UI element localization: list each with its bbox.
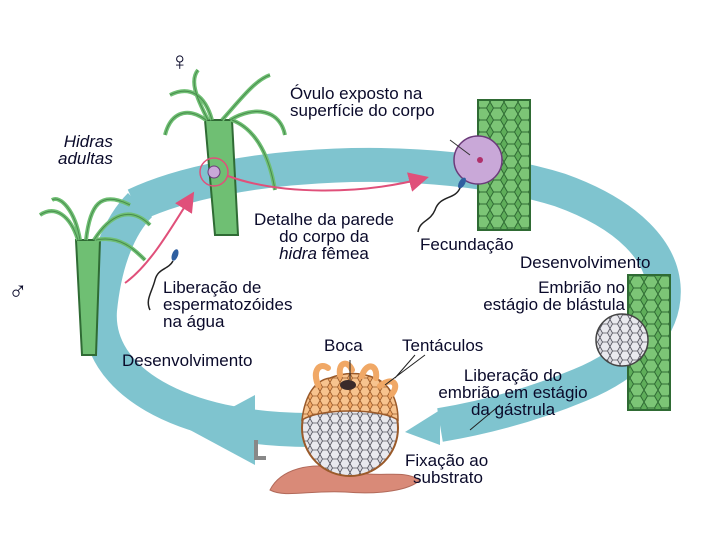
label-liberacao-embriao: Liberação do embrião em estágio da gástr…: [438, 366, 588, 419]
male-hydra: [38, 197, 152, 356]
label-ovulo-exposto: Óvulo exposto na superfície do corpo: [290, 84, 435, 120]
substrate: [269, 465, 421, 495]
label-hidras-adultas: Hidras adultas: [58, 132, 113, 168]
label-desenvolvimento-bottom: Desenvolvimento: [122, 351, 253, 370]
body-wall-detail: [449, 99, 531, 231]
gastrula-pointer: [469, 404, 501, 431]
young-hydra-gastrula: [269, 354, 426, 495]
detail-circle: [199, 157, 229, 187]
label-tentaculos: Tentáculos: [402, 336, 484, 355]
blastula-wall-detail: [595, 274, 671, 411]
sperm-pink-arrow: [124, 191, 195, 284]
male-symbol: ♂: [8, 276, 28, 306]
label-liberacao-esperma: Liberação de espermatozóides na água: [163, 278, 293, 331]
life-cycle-arrow: [82, 147, 681, 465]
label-boca: Boca: [324, 336, 363, 355]
sperm-fertilization: [417, 177, 466, 233]
blastula-embryo: [595, 313, 649, 367]
ovum-on-hydra: [207, 165, 221, 179]
label-embriao-blastula: Embrião no estágio de blástula: [483, 278, 625, 314]
mouth: [340, 380, 356, 390]
detail-pink-arrow: [227, 172, 429, 192]
label-fecundacao: Fecundação: [420, 235, 514, 254]
label-fixacao-substrato: Fixação ao substrato: [405, 451, 489, 487]
female-hydra: [163, 68, 287, 236]
female-symbol: ♀: [170, 46, 190, 76]
label-desenvolvimento-top: Desenvolvimento: [520, 253, 651, 272]
sperm-released: [147, 249, 179, 311]
cycle-arrowhead: [190, 395, 255, 465]
label-detalhe-parede: Detalhe da parede do corpo da hidra fême…: [254, 210, 394, 263]
